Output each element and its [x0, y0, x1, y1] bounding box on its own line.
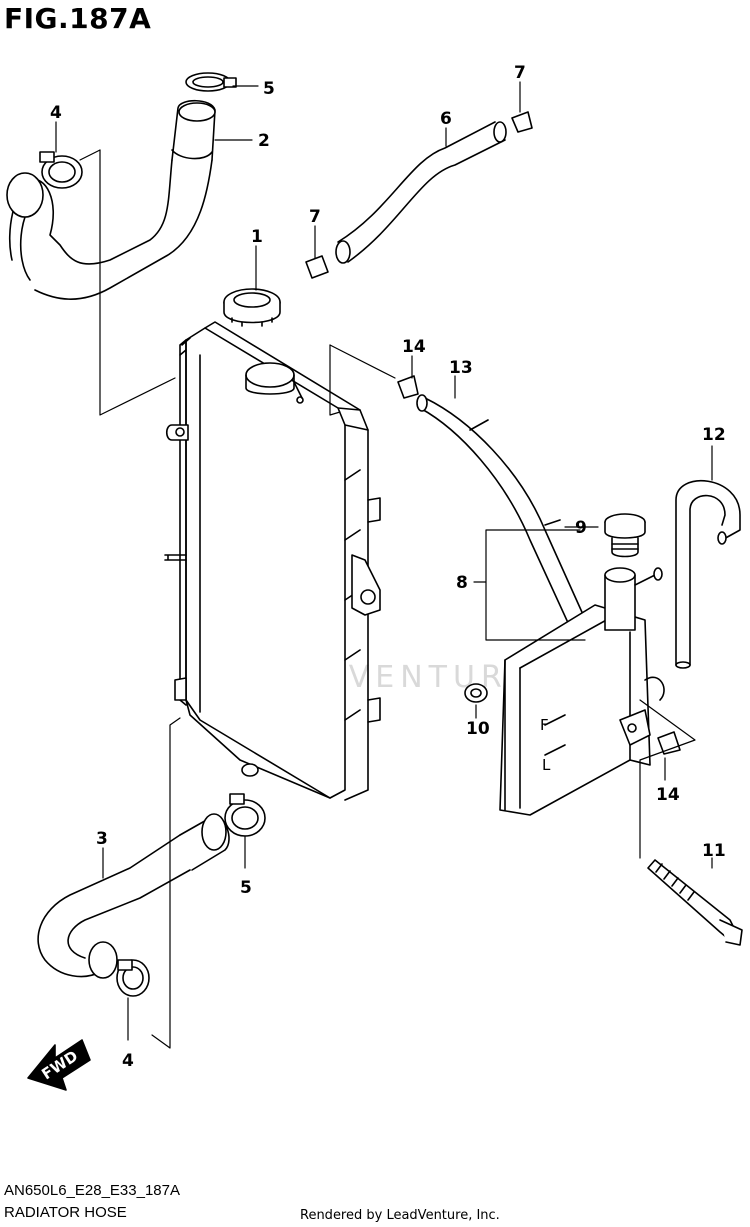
hose-clamp-lower-left	[116, 959, 150, 997]
low-mark: L	[542, 756, 551, 774]
reservoir-tank	[499, 567, 665, 816]
reservoir-hose	[416, 394, 591, 639]
figure-subtitle: RADIATOR HOSE	[4, 1204, 127, 1221]
callout-11: 11	[702, 841, 726, 861]
figure-code: AN650L6_E28_E33_187A	[4, 1182, 180, 1199]
callout-9: 9	[575, 518, 587, 538]
callout-7-lower: 7	[309, 207, 321, 227]
hose-clamp-upper-left	[39, 151, 83, 189]
callout-7-upper: 7	[514, 63, 526, 83]
callout-5-upper: 5	[263, 79, 275, 99]
hose-clamp-upper-right	[185, 72, 237, 92]
hose-clamp-lower-right	[224, 793, 266, 837]
bolt	[647, 859, 743, 946]
callout-8: 8	[456, 573, 468, 593]
callout-5-lower: 5	[240, 878, 252, 898]
vent-hose	[675, 479, 741, 669]
fwd-arrow-icon	[27, 1039, 91, 1091]
callout-4-upper: 4	[50, 103, 62, 123]
small-clamp-upper	[511, 111, 533, 133]
callout-12: 12	[702, 425, 726, 445]
upper-hose	[6, 99, 216, 300]
radiator	[164, 321, 381, 801]
callout-14-upper: 14	[402, 337, 426, 357]
callout-1: 1	[251, 227, 263, 247]
leader-lines	[55, 81, 713, 1049]
breather-hose	[335, 121, 507, 264]
callout-4-lower: 4	[122, 1051, 134, 1071]
callout-6: 6	[440, 109, 452, 129]
callout-13: 13	[449, 358, 473, 378]
cushion	[464, 683, 488, 703]
render-credit: Rendered by LeadVenture, Inc.	[300, 1208, 500, 1223]
figure-title: FIG.187A	[4, 2, 152, 35]
radiator-cap	[223, 288, 281, 327]
callout-10: 10	[466, 719, 490, 739]
reservoir-cap	[604, 513, 646, 558]
full-mark: F	[540, 716, 549, 734]
callout-3: 3	[96, 829, 108, 849]
lower-hose	[37, 813, 230, 979]
callout-14-lower: 14	[656, 785, 680, 805]
small-clamp-lower	[305, 255, 329, 279]
small-clamp-14-upper	[397, 375, 419, 399]
small-clamp-14-lower	[657, 731, 681, 755]
callout-2: 2	[258, 131, 270, 151]
